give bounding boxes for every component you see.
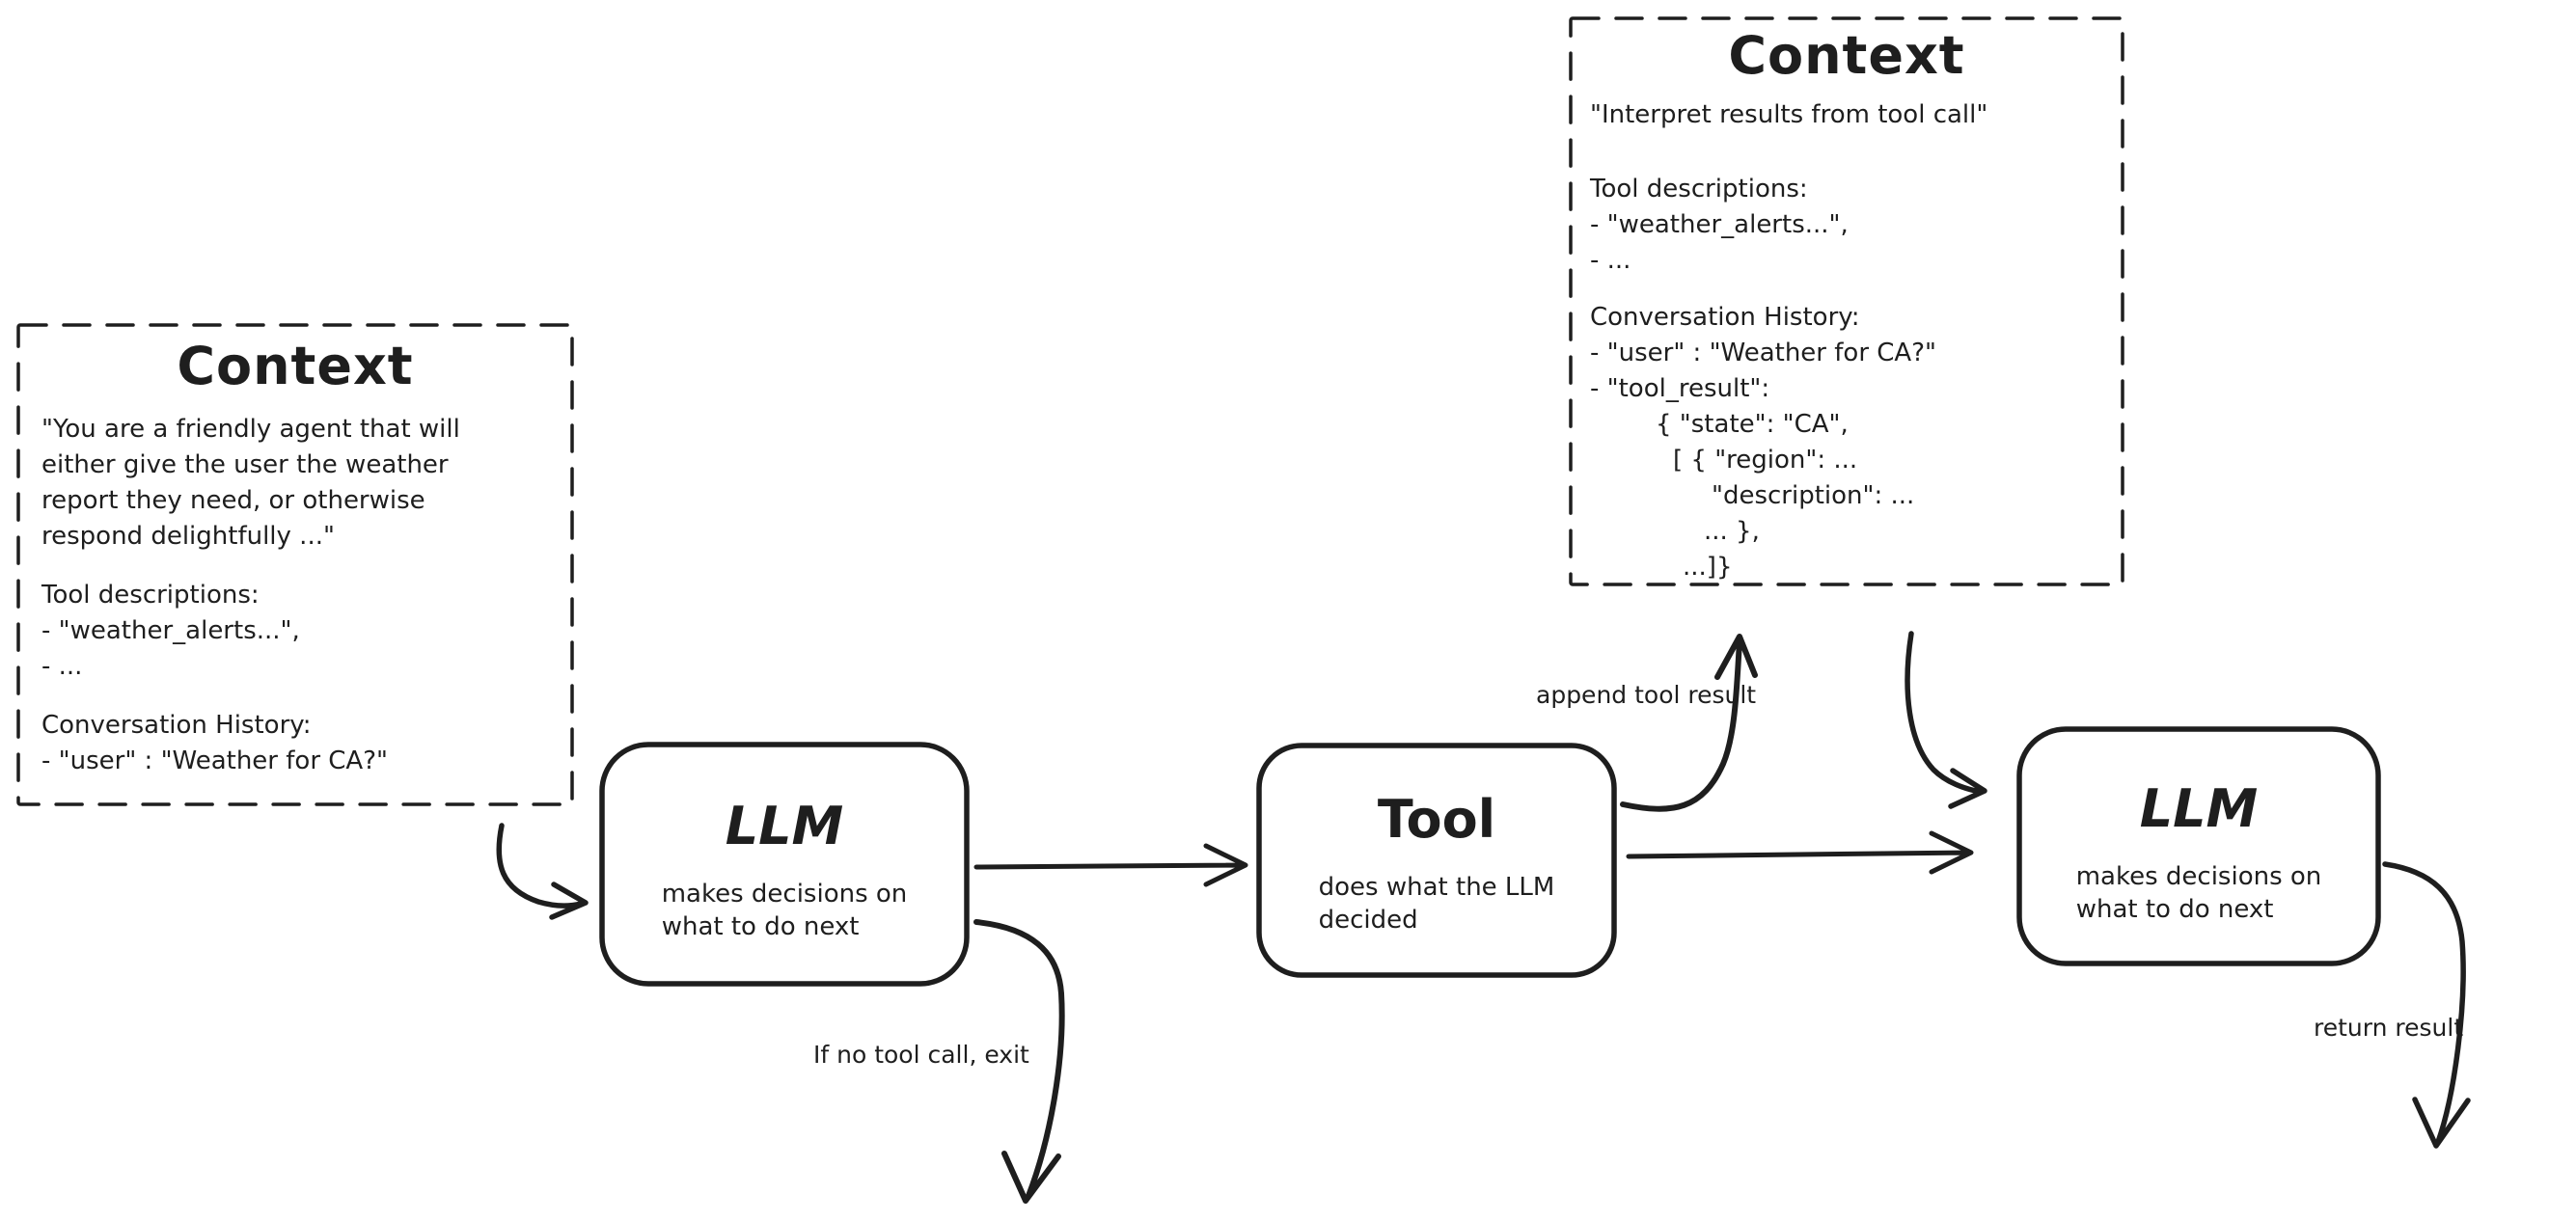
tool-node-desc: does what the LLM decided xyxy=(1318,873,1555,935)
conv-line-tool-result: - "tool_result": xyxy=(1590,374,1770,403)
append-tool-result-label: append tool result xyxy=(1536,681,1757,709)
llm1-node: LLM makes decisions on what to do next xyxy=(602,745,967,984)
context-right-conversation-header: Conversation History: xyxy=(1590,303,1860,332)
context-left-conversation-header: Conversation History: xyxy=(41,711,312,740)
conv-line-state: { "state": "CA", xyxy=(1656,410,1849,439)
llm2-node: LLM makes decisions on what to do next xyxy=(2019,729,2378,963)
context-left-title: Context xyxy=(177,336,414,396)
llm2-node-border xyxy=(2016,726,2381,966)
context-left-to-llm1-arrow xyxy=(496,823,589,920)
llm1-node-title: LLM xyxy=(725,796,844,856)
tool-node-title: Tool xyxy=(1377,789,1496,850)
conv-line-region: [ { "region": ... xyxy=(1673,446,1858,475)
context-left-box-border xyxy=(16,323,574,806)
tool-node-border xyxy=(1256,743,1617,978)
context-right-tool-desc-header: Tool descriptions: xyxy=(1590,175,1808,204)
context-right-tool-desc-item-1: - "weather_alerts...", xyxy=(1590,210,1849,239)
conv-line-description: "description": ... xyxy=(1712,481,1915,510)
return-result-label: return result xyxy=(2314,1014,2464,1042)
conv-line-close-bracket: ...]} xyxy=(1683,553,1733,582)
interpret-results-text: "Interpret results from tool call" xyxy=(1590,100,1988,129)
tool-to-llm2-arrow xyxy=(1626,830,1974,875)
context-right-tool-desc-item-2: - ... xyxy=(1590,246,1631,275)
llm1-exit-arrow xyxy=(973,919,1065,1204)
llm1-node-border xyxy=(599,742,970,987)
context-box-left: Context "You are a friendly agent that w… xyxy=(16,323,574,805)
context-right-title: Context xyxy=(1728,25,1965,86)
tool-node: Tool does what the LLM decided xyxy=(1259,746,1614,975)
context-right-to-llm2-arrow xyxy=(1905,631,1987,809)
llm2-return-arrow xyxy=(2382,861,2471,1149)
conv-line-user: - "user" : "Weather for CA?" xyxy=(1590,339,1936,367)
context-right-box-border xyxy=(1569,16,2124,586)
llm2-node-title: LLM xyxy=(2139,778,2259,839)
llm2-node-desc: makes decisions on what to do next xyxy=(2075,862,2322,924)
context-left-tool-desc-header: Tool descriptions: xyxy=(41,581,260,610)
conv-line-close-brace: ... }, xyxy=(1704,517,1760,546)
tool-to-context-right-arrow xyxy=(1620,634,1758,812)
system-prompt-text: "You are a friendly agent that will eith… xyxy=(41,415,460,551)
llm1-node-desc: makes decisions on what to do next xyxy=(661,880,908,941)
context-left-conversation-item-1: - "user" : "Weather for CA?" xyxy=(41,746,388,775)
context-left-tool-desc-item-2: - ... xyxy=(41,652,83,681)
no-tool-call-exit-label: If no tool call, exit xyxy=(813,1041,1029,1069)
context-box-right: Context "Interpret results from tool cal… xyxy=(1569,16,2124,586)
llm1-to-tool-arrow xyxy=(973,843,1248,887)
context-left-tool-desc-item-1: - "weather_alerts...", xyxy=(41,616,300,645)
